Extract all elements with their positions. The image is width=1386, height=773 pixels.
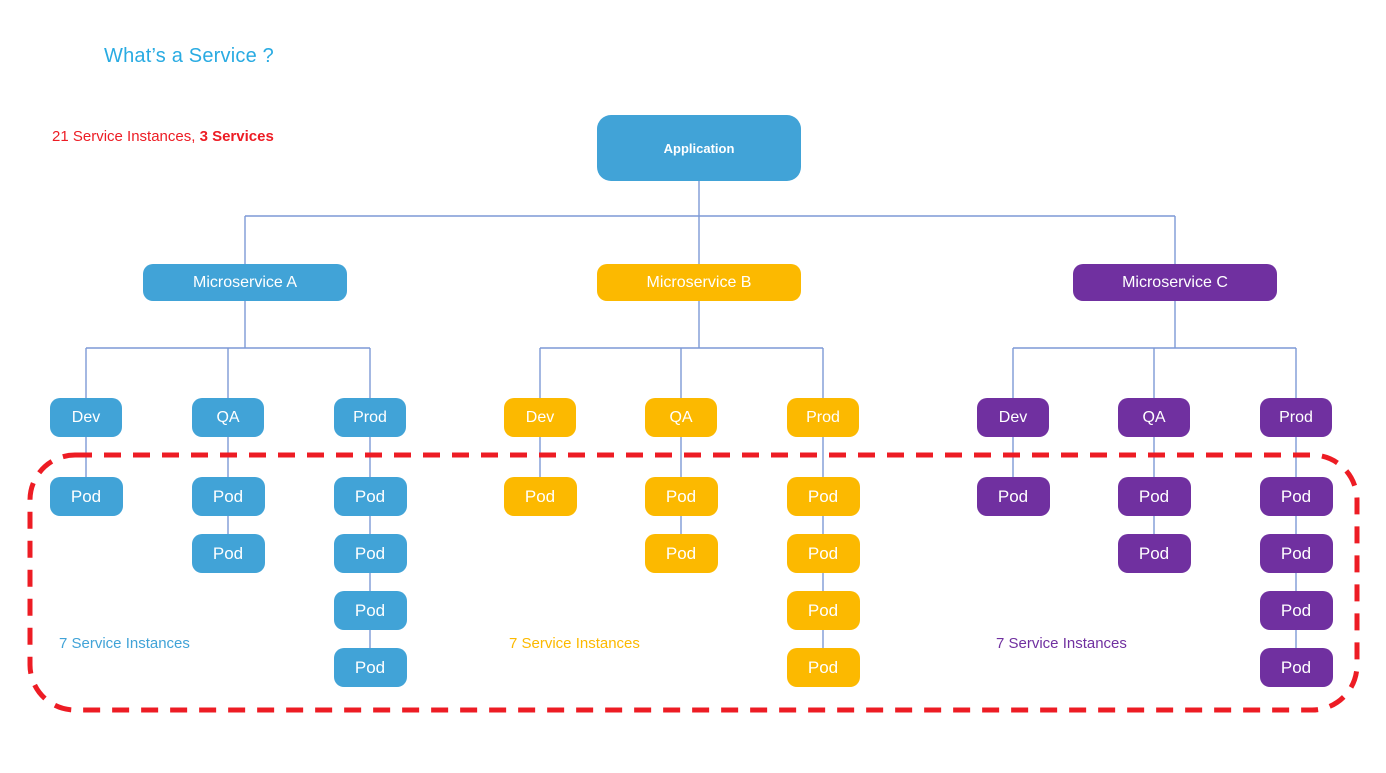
node-microservice-c-qa-pod-1: Pod [1117,477,1191,516]
node-microservice-b-qa: QA [645,398,717,437]
label-instances-microservice-c: 7 Service Instances [996,635,1127,652]
summary-count-services: 3 Services [199,128,274,145]
node-microservice-a-prod-pod-1: Pod [333,477,407,516]
node-microservice-b-qa-pod-1: Pod [644,477,718,516]
summary-text: 21 Service Instances, 3 Services [52,128,274,145]
node-microservice-a-prod-pod-3: Pod [333,591,407,630]
node-microservice-a-prod-pod-4: Pod [333,648,407,687]
node-microservice-c-qa-pod-2: Pod [1117,534,1191,573]
node-microservice-c-prod-pod-1: Pod [1259,477,1333,516]
node-microservice-b-dev: Dev [504,398,576,437]
node-application: Application [597,115,801,181]
node-microservice-a: Microservice A [143,264,347,301]
node-microservice-c-prod-pod-2: Pod [1259,534,1333,573]
summary-count-instances: 21 Service Instances, [52,128,200,145]
label-instances-microservice-b: 7 Service Instances [509,635,640,652]
node-microservice-b-prod-pod-3: Pod [786,591,860,630]
node-microservice-c-dev-pod-1: Pod [976,477,1050,516]
node-microservice-c: Microservice C [1073,264,1277,301]
node-microservice-b-prod-pod-1: Pod [786,477,860,516]
node-microservice-b-prod-pod-4: Pod [786,648,860,687]
node-microservice-a-qa: QA [192,398,264,437]
node-microservice-a-dev: Dev [50,398,122,437]
node-microservice-b-prod: Prod [787,398,859,437]
node-microservice-a-qa-pod-2: Pod [191,534,265,573]
node-microservice-b-qa-pod-2: Pod [644,534,718,573]
node-microservice-b-dev-pod-1: Pod [503,477,577,516]
node-microservice-b: Microservice B [597,264,801,301]
node-microservice-c-prod-pod-3: Pod [1259,591,1333,630]
node-microservice-b-prod-pod-2: Pod [786,534,860,573]
node-microservice-a-qa-pod-1: Pod [191,477,265,516]
node-microservice-c-dev: Dev [977,398,1049,437]
page-title: What’s a Service ? [104,45,274,67]
node-microservice-a-prod: Prod [334,398,406,437]
label-instances-microservice-a: 7 Service Instances [59,635,190,652]
node-microservice-a-dev-pod-1: Pod [49,477,123,516]
node-microservice-a-prod-pod-2: Pod [333,534,407,573]
node-microservice-c-prod-pod-4: Pod [1259,648,1333,687]
node-microservice-c-prod: Prod [1260,398,1332,437]
node-microservice-c-qa: QA [1118,398,1190,437]
service-instances-enclosure [27,452,1360,713]
